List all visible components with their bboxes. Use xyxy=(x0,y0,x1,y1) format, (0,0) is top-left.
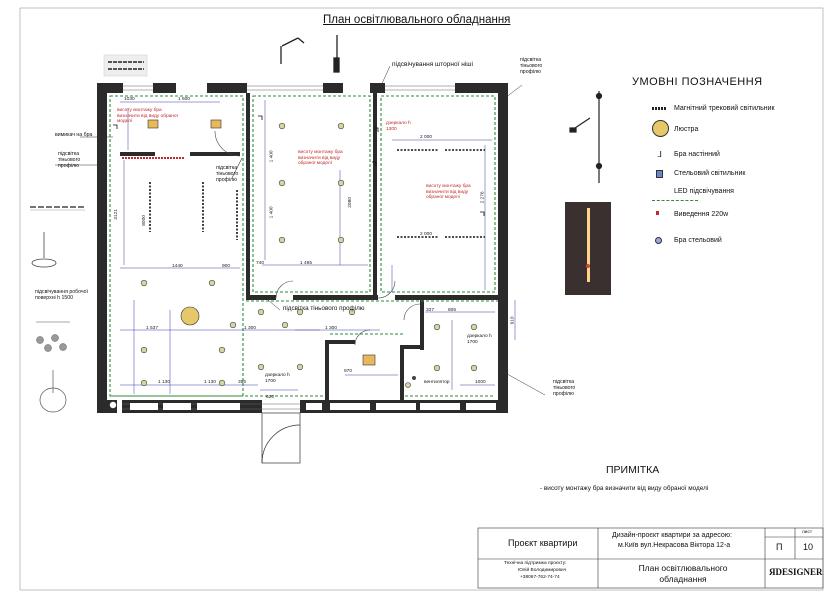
title-block-frame xyxy=(477,527,824,589)
track-light-icon xyxy=(652,107,666,110)
dim-label: 356 xyxy=(238,380,247,385)
annotation-sconce-height-right: висоту монтажу бра визначити від виду об… xyxy=(426,184,471,201)
annotation-shadow-profile-kitchen: підсвітка тіньового профілю xyxy=(216,165,239,183)
tb-stage: П xyxy=(776,542,783,552)
annotation-shadow-profile-top: підсвітка тіньового профілю xyxy=(520,57,543,75)
legend-item-ceiling: Стельовий світильник xyxy=(674,170,746,177)
note-title: ПРИМІТКА xyxy=(606,464,660,476)
dim-label: 1 130 xyxy=(204,380,217,385)
windows xyxy=(122,85,455,410)
tb-address: м.Київ вул.Некрасова Віктора 12-а xyxy=(618,542,731,549)
dim-label: 1 495 xyxy=(300,261,313,266)
tb-support-name: Юлій Володимирович xyxy=(518,568,567,573)
chandelier xyxy=(180,306,200,326)
annotation-shadow-profile-bottom: підсвітка тіньового профілю xyxy=(553,379,576,397)
dim-label: 8000 xyxy=(141,215,147,226)
vent-circle xyxy=(109,401,117,409)
tb-sheet-header: лист xyxy=(802,530,813,535)
dim-label: 1000 xyxy=(475,380,486,385)
dim-label: 1 400 xyxy=(269,206,275,219)
track-lights xyxy=(149,149,485,240)
annotation-fan: вентилятор xyxy=(424,380,450,385)
tb-support-label: Технічна підтримка проєкту: xyxy=(504,561,567,566)
wall-sconce-icon: ᒧ xyxy=(657,150,662,159)
dim-label: 970 xyxy=(344,369,353,374)
annotation-curtain-niche: підсвічування шторної ніші xyxy=(392,61,473,68)
dim-label: 2 000 xyxy=(420,232,433,237)
annotation-switch: вимикач на бра xyxy=(55,132,93,138)
dim-label: 1 537 xyxy=(146,326,159,331)
dim-label: 2 000 xyxy=(420,135,433,140)
dim-label: 1 300 xyxy=(244,326,257,331)
annotation-sconce-height-left: висоту монтажу бра визначити від виду об… xyxy=(117,108,178,125)
power-outlet-icon xyxy=(656,211,659,215)
dim-label: 805 xyxy=(448,308,457,313)
tb-address-label: Дизайн-проєкт квартири за адресою: xyxy=(612,532,732,539)
legend-item-ceiling-sconce: Бра стельовий xyxy=(674,237,722,244)
dim-label: 1 130 xyxy=(158,380,171,385)
chandelier-icon xyxy=(652,120,669,137)
ceiling-lights xyxy=(140,122,478,388)
tb-sheet-number: 10 xyxy=(803,542,814,552)
led-strip-icon xyxy=(652,200,698,201)
annotation-mirror-hall: дзеркало h 1700 xyxy=(265,373,290,384)
annotation-shadow-profile-left: підсвітка тіньового профілю xyxy=(58,151,81,169)
interior-doors xyxy=(214,130,421,346)
legend-title: УМОВНІ ПОЗНАЧЕННЯ xyxy=(632,76,763,88)
dim-label: 900 xyxy=(222,264,231,269)
dim-label: 1 300 xyxy=(325,326,338,331)
annotation-mirror-1300: дзеркало h 1300 xyxy=(386,121,411,132)
led-strips xyxy=(109,95,498,397)
sheet-frame xyxy=(19,7,824,591)
dim-label: 3121 xyxy=(113,209,119,220)
legend-item-chandelier: Люстра xyxy=(674,126,699,133)
legend-item-outlet: Виведення 220w xyxy=(674,211,729,218)
dim-label: 740 xyxy=(256,261,265,266)
dimension-lines xyxy=(120,100,516,394)
annotation-sconce-height-mid: висоту монтажу бра визначити від виду об… xyxy=(298,150,343,167)
inner-walls xyxy=(120,93,498,410)
dim-label: 910 xyxy=(510,316,516,325)
tb-sheet-title: План освітлювального обладнання xyxy=(638,563,728,585)
dim-label: 337 xyxy=(426,308,435,313)
wall-sconces xyxy=(147,119,376,366)
annotation-mirror-bath: дзеркало h 1700 xyxy=(467,334,492,345)
dim-label: 1 600 xyxy=(178,97,191,102)
window-gaps xyxy=(130,403,496,410)
ceiling-light-icon xyxy=(656,170,663,178)
legend-item-track: Магнітний трековий світильник xyxy=(674,105,775,112)
tb-project: Проєкт квартири xyxy=(508,538,578,548)
ceiling-sconce-icon xyxy=(655,237,662,244)
legend-item-led: LED підсвічування xyxy=(674,188,734,195)
dim-label: 1 400 xyxy=(269,150,275,163)
page-title: План освітлювального обладнання xyxy=(323,14,511,26)
fan xyxy=(412,376,416,380)
dim-label: 2080 xyxy=(347,197,353,208)
annotation-shadow-profile-center: підсвітка тіньового профілю xyxy=(283,305,365,312)
dim-label: 620 xyxy=(266,395,275,400)
annotation-worktop-light: підсвічування робочої поверхні h 1500 xyxy=(35,289,88,301)
note-text: - висоту монтажу бра визначити від виду … xyxy=(540,485,709,492)
sconce-markers xyxy=(113,115,485,216)
outer-walls xyxy=(97,83,508,413)
entry-door xyxy=(261,412,301,464)
dim-label: 1440 xyxy=(172,264,183,269)
tb-logo: ЯDESIGNER xyxy=(769,567,823,577)
tb-support-phone: +38067-762-74-74 xyxy=(520,575,560,580)
legend-item-wall-sconce: Бра настінний xyxy=(674,151,720,158)
dim-label: 1030 xyxy=(124,97,135,102)
leader-lines xyxy=(55,65,546,396)
dim-label: 2 276 xyxy=(480,191,486,204)
